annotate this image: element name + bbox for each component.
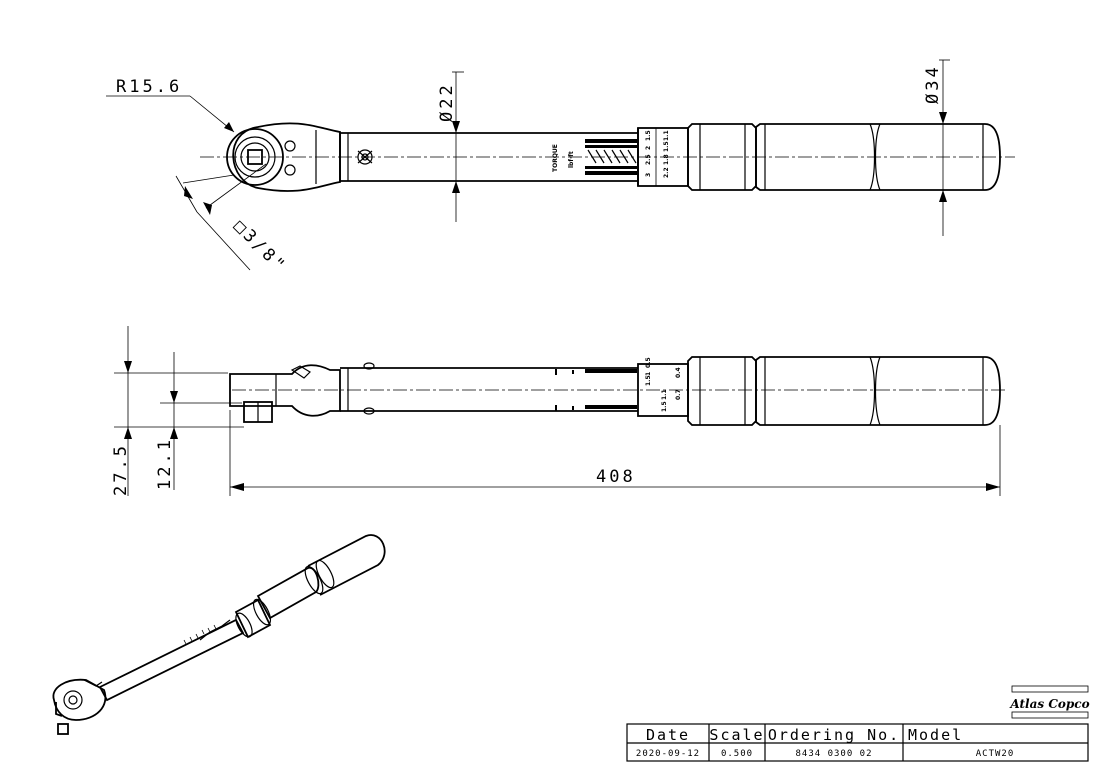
top-grip-ring bbox=[687, 123, 757, 191]
torque-scale-pattern bbox=[585, 139, 637, 175]
handle-diameter-dimension: Ø34 bbox=[923, 64, 943, 104]
side-handle bbox=[755, 356, 1001, 426]
scale-top-3: 1.5 bbox=[645, 130, 652, 141]
scale-top-1: 2.5 bbox=[645, 154, 652, 165]
isometric-view bbox=[52, 534, 386, 735]
torque-text: TORQUE bbox=[552, 144, 559, 172]
date-header: Date bbox=[646, 726, 690, 744]
height-drive-dimension: 12.1 bbox=[155, 437, 175, 490]
height-total-dimension: 27.5 bbox=[111, 443, 131, 496]
scale-header: Scale bbox=[709, 726, 764, 744]
side-view: 1.5 1 0.5 1.5 1.1 0.7 0.4 bbox=[229, 356, 1005, 426]
scale-top-0: 3 bbox=[645, 173, 652, 177]
scale-top-2: 2 bbox=[645, 146, 652, 150]
side-scale-top-2: 0.5 bbox=[645, 357, 652, 368]
ratchet-head-outline bbox=[232, 122, 341, 192]
shaft-diameter-dimension: Ø22 bbox=[437, 82, 457, 122]
scale-bottom-2: 1.5 bbox=[663, 141, 670, 152]
side-head bbox=[229, 364, 341, 417]
side-scale-top-1: 1 bbox=[645, 372, 652, 376]
title-block: Atlas Copco Date Scale Ordering No. Mode… bbox=[626, 685, 1090, 762]
model-header: Model bbox=[908, 726, 963, 744]
side-scale-bottom-0: 1.5 bbox=[661, 401, 668, 412]
length-dimension: 408 bbox=[596, 467, 636, 487]
ratchet-head-circle bbox=[226, 128, 284, 186]
brand-logo: Atlas Copco bbox=[1009, 697, 1089, 711]
side-scale-bottom-2: 0.7 bbox=[675, 389, 682, 400]
top-view: TORQUE lbf·ft 3 2.5 2 1.5 2.2 1.8 1.5 1.… bbox=[200, 122, 1015, 192]
side-scale-bottom-1: 1.1 bbox=[661, 389, 668, 400]
torque-label: TORQUE lbf·ft bbox=[552, 144, 575, 172]
side-scale-top-0: 1.5 bbox=[645, 375, 652, 386]
scale-bottom-1: 1.8 bbox=[663, 154, 670, 165]
top-dimensions: R15.6 □3/8" Ø22 Ø34 bbox=[106, 59, 950, 277]
top-handle bbox=[755, 123, 1001, 191]
side-scale-bottom-3: 0.4 bbox=[675, 367, 682, 378]
scale-value: 0.500 bbox=[721, 749, 753, 759]
date-value: 2020-09-12 bbox=[636, 749, 700, 759]
unit-text: lbf·ft bbox=[568, 151, 575, 168]
scale-bottom-0: 2.2 bbox=[663, 167, 670, 178]
square-drive-dimension: □3/8" bbox=[229, 216, 290, 277]
scale-bottom-3: 1.1 bbox=[663, 130, 670, 141]
model-value: ACTW20 bbox=[976, 749, 1015, 759]
side-dimensions: 27.5 12.1 408 bbox=[111, 326, 1001, 496]
radius-dimension: R15.6 bbox=[116, 77, 182, 97]
ordering-header: Ordering No. bbox=[768, 726, 900, 744]
ordering-value: 8434 0300 02 bbox=[795, 749, 872, 759]
